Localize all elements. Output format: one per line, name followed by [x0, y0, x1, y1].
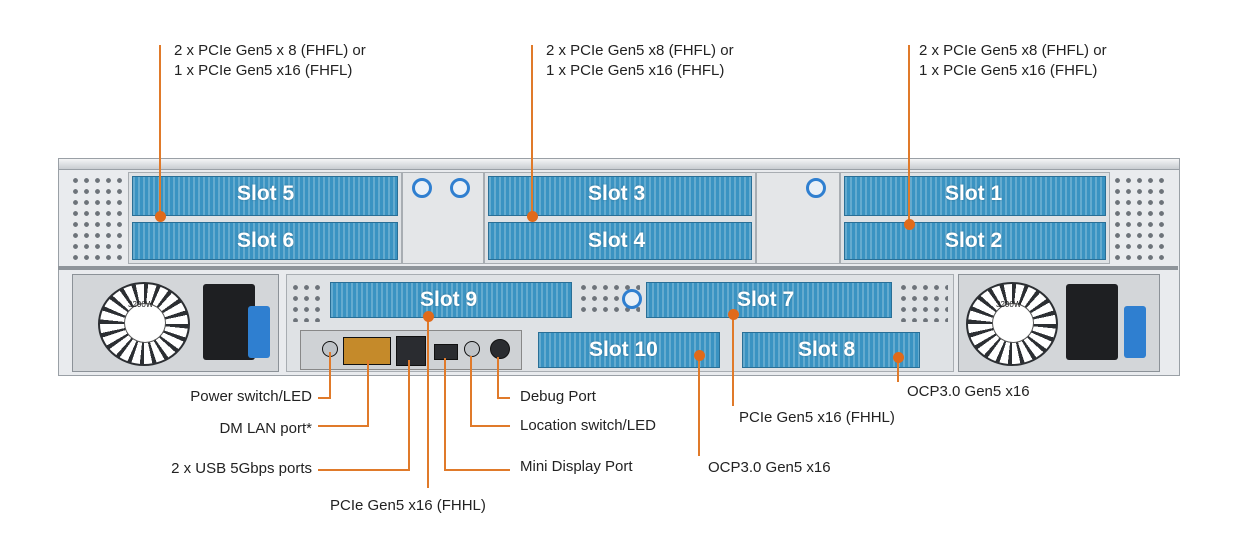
- callout-dot: [527, 211, 538, 222]
- callout-dot: [893, 352, 904, 363]
- leader-line-dm-lan-h: [318, 425, 369, 427]
- leader-line-location-h: [470, 425, 510, 427]
- callout-pcie-slot7: PCIe Gen5 x16 (FHHL): [739, 409, 895, 426]
- callout-power-switch: Power switch/LED: [190, 388, 312, 405]
- callout-debug: Debug Port: [520, 388, 596, 405]
- psu-fan-hub: [992, 303, 1034, 343]
- thumbscrew-icon[interactable]: [806, 178, 826, 198]
- psu-release-latch[interactable]: [248, 306, 270, 358]
- debug-port[interactable]: [490, 339, 510, 359]
- riser-left-label-line1: 2 x PCIe Gen5 x 8 (FHFL) or: [174, 42, 366, 59]
- usb-ports[interactable]: [396, 336, 426, 366]
- leader-line-usb-h: [318, 469, 410, 471]
- slot-1[interactable]: [844, 176, 1106, 216]
- slot-9[interactable]: [330, 282, 572, 318]
- leader-line-debug-h: [497, 397, 510, 399]
- slot-8-label: Slot 8: [798, 338, 856, 361]
- riser-middle-label-line2: 1 x PCIe Gen5 x16 (FHFL): [546, 62, 725, 79]
- callout-ocp-slot8: OCP3.0 Gen5 x16: [907, 383, 1030, 400]
- callout-location: Location switch/LED: [520, 417, 656, 434]
- slot-7[interactable]: [646, 282, 892, 318]
- slot-10[interactable]: [538, 332, 720, 368]
- callout-usb: 2 x USB 5Gbps ports: [171, 460, 312, 477]
- slot-3-label: Slot 3: [588, 182, 646, 205]
- callout-dot: [728, 309, 739, 320]
- power-inlet-icon: [1066, 284, 1118, 360]
- leader-line-power-switch-h: [318, 397, 331, 399]
- leader-line-location: [470, 356, 472, 427]
- leader-line-slot10: [698, 356, 700, 456]
- callout-dot: [694, 350, 705, 361]
- slot-10-label: Slot 10: [589, 338, 658, 361]
- vent-lower-right: [898, 282, 948, 322]
- leader-line-power-switch: [329, 352, 331, 398]
- riser-divider-right: [756, 172, 840, 264]
- slot-8[interactable]: [742, 332, 920, 368]
- slot-5[interactable]: [132, 176, 398, 216]
- vent-left-upper: [70, 175, 125, 260]
- slot-6[interactable]: [132, 222, 398, 260]
- slot-9-label: Slot 9: [420, 288, 478, 311]
- callout-dot: [423, 311, 434, 322]
- callout-ocp-slot10: OCP3.0 Gen5 x16: [708, 459, 831, 476]
- slot-1-label: Slot 1: [945, 182, 1003, 205]
- thumbscrew-icon[interactable]: [450, 178, 470, 198]
- callout-dot: [155, 211, 166, 222]
- psu-left-rating: 3200W: [128, 300, 154, 309]
- leader-line-usb: [408, 360, 410, 470]
- vent-right-upper: [1112, 175, 1167, 260]
- leader-line-debug: [497, 357, 499, 398]
- slot-4-label: Slot 4: [588, 229, 646, 252]
- slot-4[interactable]: [488, 222, 752, 260]
- mini-display-port[interactable]: [434, 344, 458, 360]
- psu-fan-hub: [124, 303, 166, 343]
- callout-mini-dp: Mini Display Port: [520, 458, 633, 475]
- leader-line-dm-lan: [367, 360, 369, 426]
- callout-dm-lan: DM LAN port*: [219, 420, 312, 437]
- slot-6-label: Slot 6: [237, 229, 295, 252]
- chassis-top-lip: [58, 158, 1180, 170]
- slot-7-label: Slot 7: [737, 288, 795, 311]
- thumbscrew-icon[interactable]: [622, 289, 642, 309]
- vent-lower-left: [290, 282, 326, 322]
- leader-line-riser-middle: [531, 45, 533, 217]
- location-switch[interactable]: [464, 341, 480, 357]
- power-inlet-icon: [203, 284, 255, 360]
- riser-left-label-line2: 1 x PCIe Gen5 x16 (FHFL): [174, 62, 353, 79]
- thumbscrew-icon[interactable]: [412, 178, 432, 198]
- leader-line-mini-dp: [444, 358, 446, 470]
- leader-line-riser-right: [908, 45, 910, 225]
- leader-line-slot7: [732, 316, 734, 406]
- riser-middle-label-line1: 2 x PCIe Gen5 x8 (FHFL) or: [546, 42, 734, 59]
- slot-2[interactable]: [844, 222, 1106, 260]
- callout-pcie-slot9: PCIe Gen5 x16 (FHHL): [330, 497, 486, 514]
- psu-right-rating: 3200W: [996, 300, 1022, 309]
- psu-release-latch[interactable]: [1124, 306, 1146, 358]
- tier-divider: [58, 266, 1178, 270]
- leader-line-slot9: [427, 318, 429, 488]
- slot-5-label: Slot 5: [237, 182, 295, 205]
- leader-line-mini-dp-h: [444, 469, 510, 471]
- leader-line-riser-left: [159, 45, 161, 217]
- riser-right-label-line2: 1 x PCIe Gen5 x16 (FHFL): [919, 62, 1098, 79]
- callout-dot: [904, 219, 915, 230]
- slot-2-label: Slot 2: [945, 229, 1003, 252]
- riser-right-label-line1: 2 x PCIe Gen5 x8 (FHFL) or: [919, 42, 1107, 59]
- leader-line-slot8: [897, 358, 899, 382]
